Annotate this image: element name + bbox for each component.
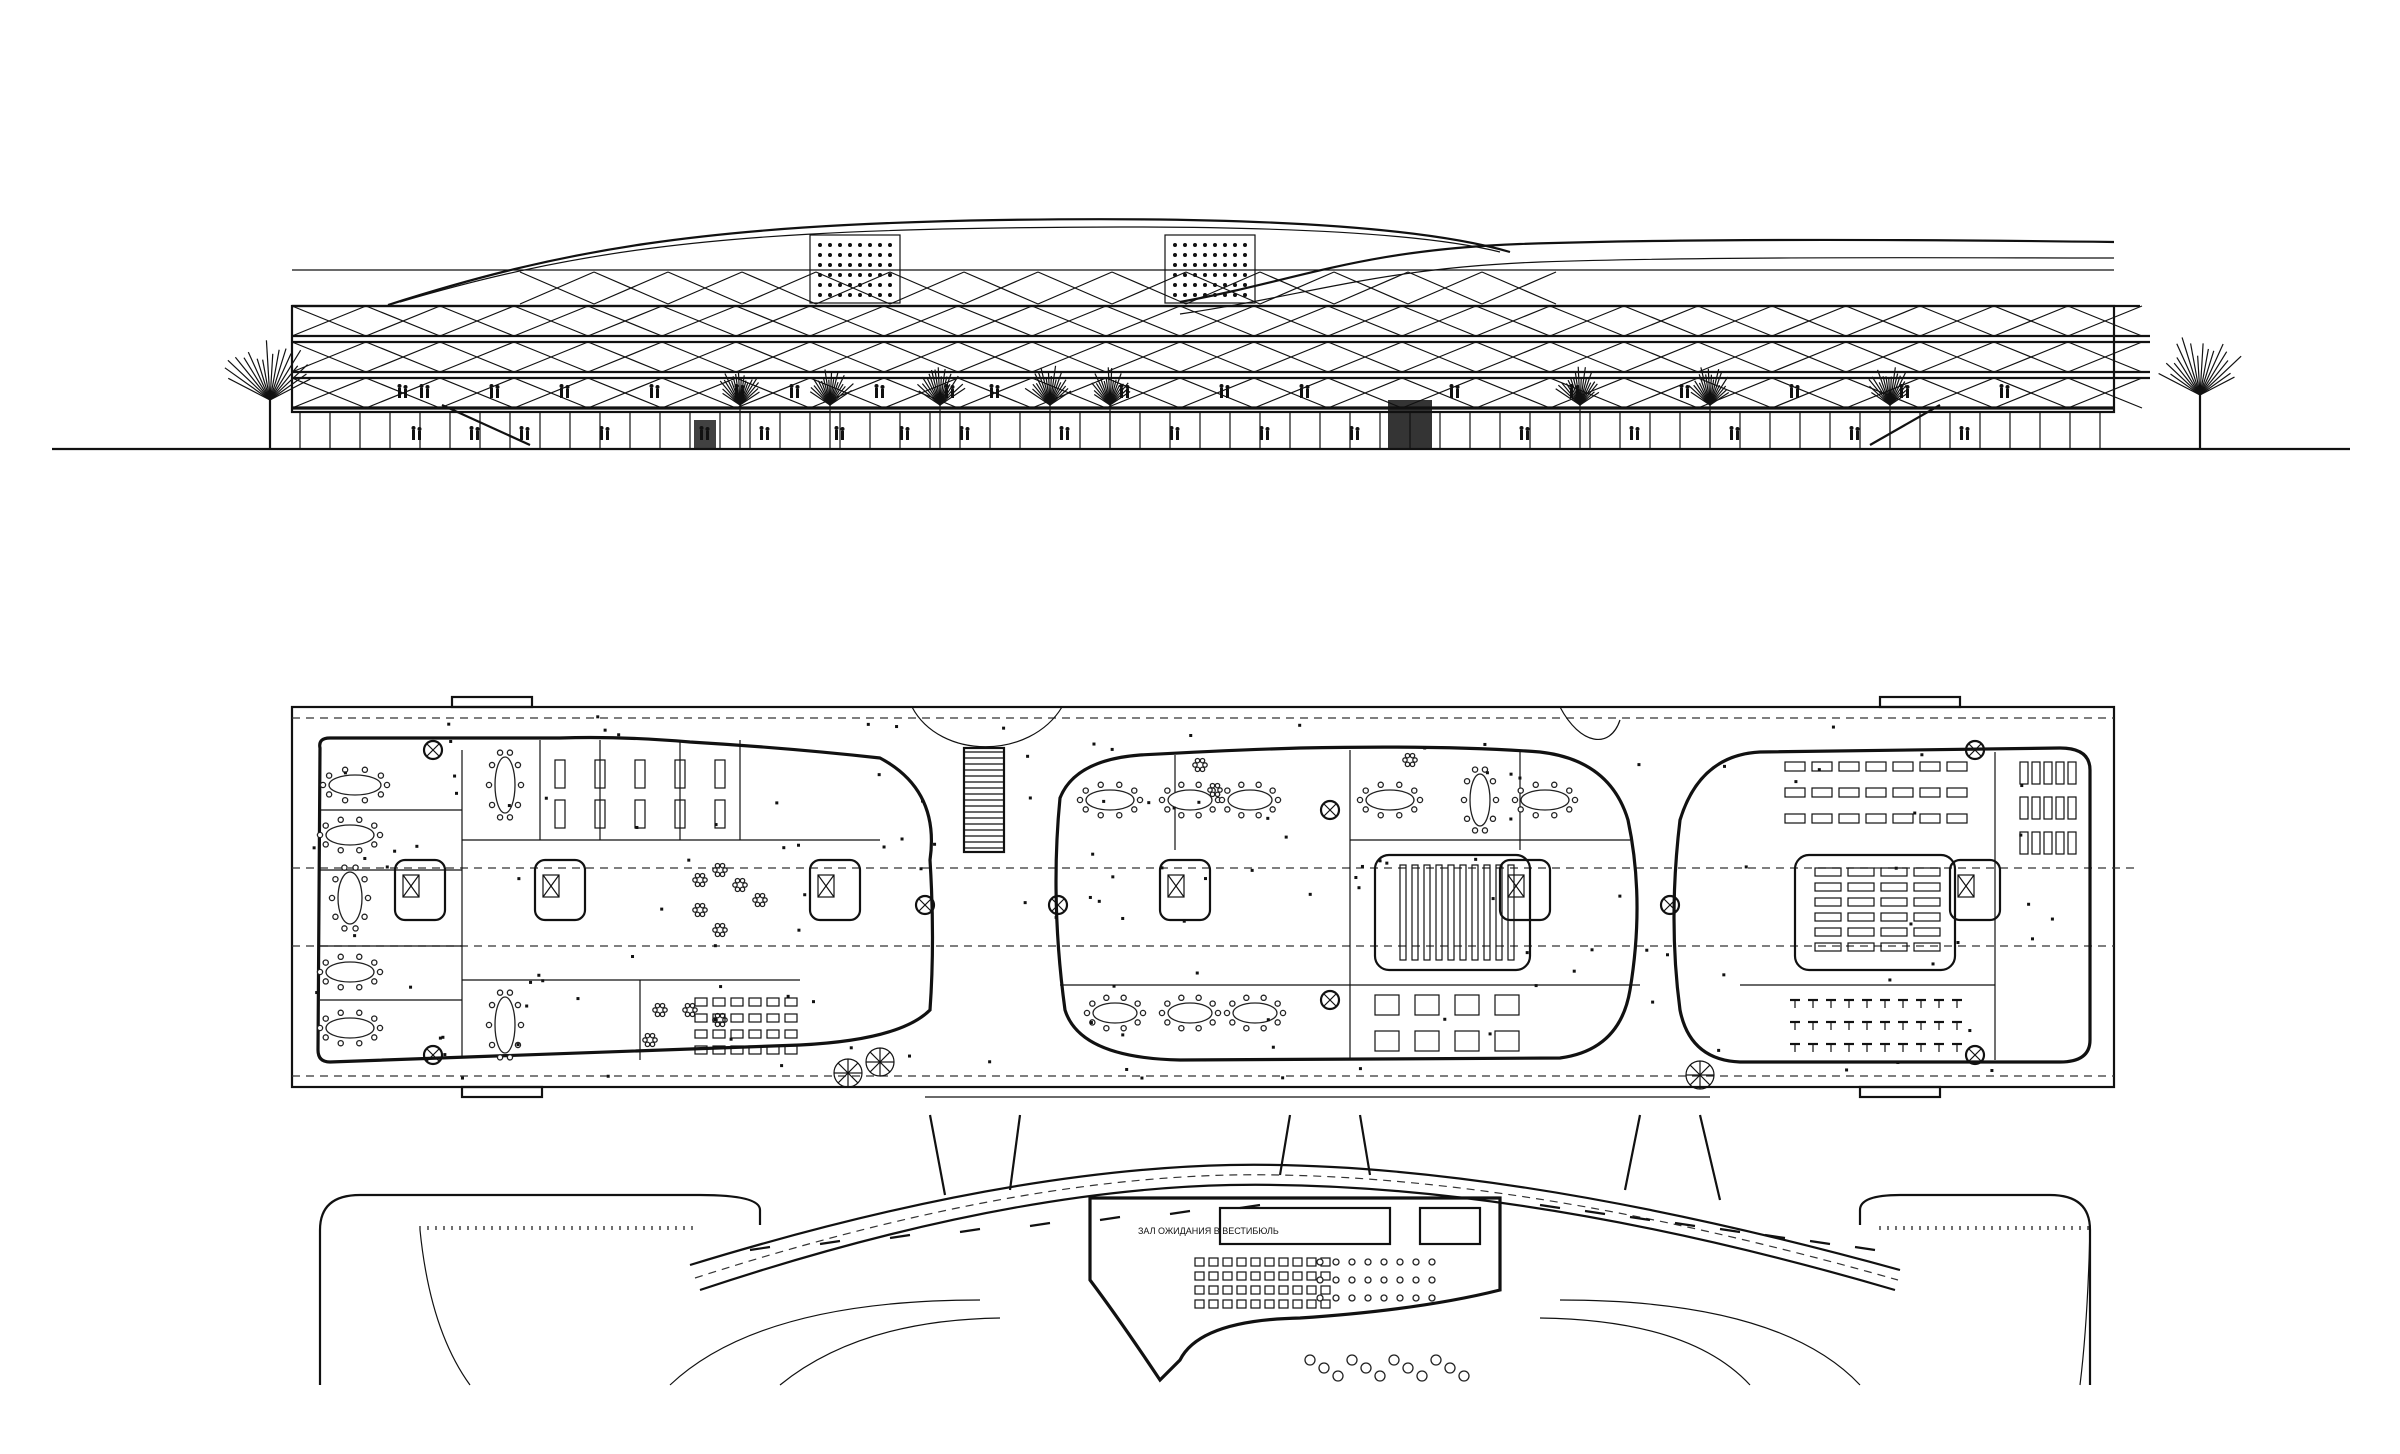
site-plan: ЗАЛ ОЖИДАНИЯ В ВЕСТИБЮЛЬ: [320, 1097, 2090, 1385]
roof-panel-right: [1165, 235, 1255, 303]
desk-rows: [555, 760, 2076, 1054]
road-curve: [690, 1165, 1900, 1270]
building-elevation: [52, 219, 2350, 449]
diagonal-bracing: [292, 243, 2142, 408]
building-sign: ЗАЛ ОЖИДАНИЯ В ВЕСТИБЮЛЬ: [1138, 1226, 1279, 1236]
tree-left: [225, 340, 310, 449]
wing-left: [318, 738, 933, 1063]
site-edge-left: [320, 1195, 760, 1385]
tree-right: [2159, 337, 2242, 449]
top-notch: [912, 707, 1062, 747]
floor-plan: [292, 697, 2140, 1097]
auditorium: [1375, 855, 1530, 970]
wave-roof: [1180, 240, 2114, 302]
building-facade: [292, 306, 2114, 412]
roof-panel-left: [810, 235, 900, 303]
escalator-plan: [964, 748, 1004, 852]
facade-columns: [300, 412, 2100, 449]
circulation-cores: [395, 860, 2000, 920]
meeting-tables: [317, 750, 1577, 1060]
escalator-elevation: [1388, 400, 1432, 448]
